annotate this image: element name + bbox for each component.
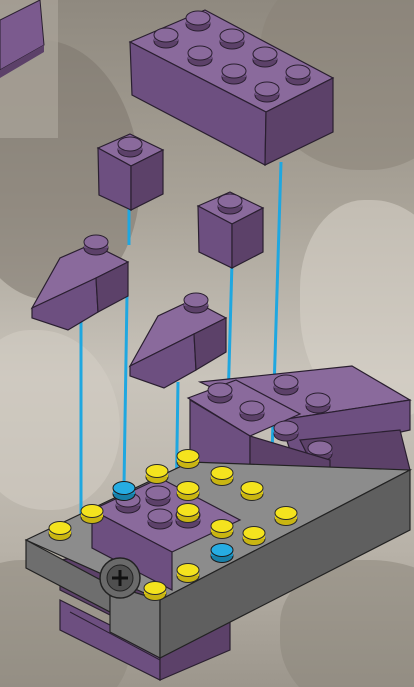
slope-1x2-right (130, 293, 226, 388)
slope-1x2-left (32, 235, 128, 330)
guide-line (124, 295, 127, 485)
brick-1x1-left (98, 134, 163, 210)
brick-2x4 (130, 10, 333, 165)
previous-step-thumbnail (0, 0, 58, 138)
base-assembly (26, 366, 410, 680)
brick-1x1-right (198, 192, 263, 268)
